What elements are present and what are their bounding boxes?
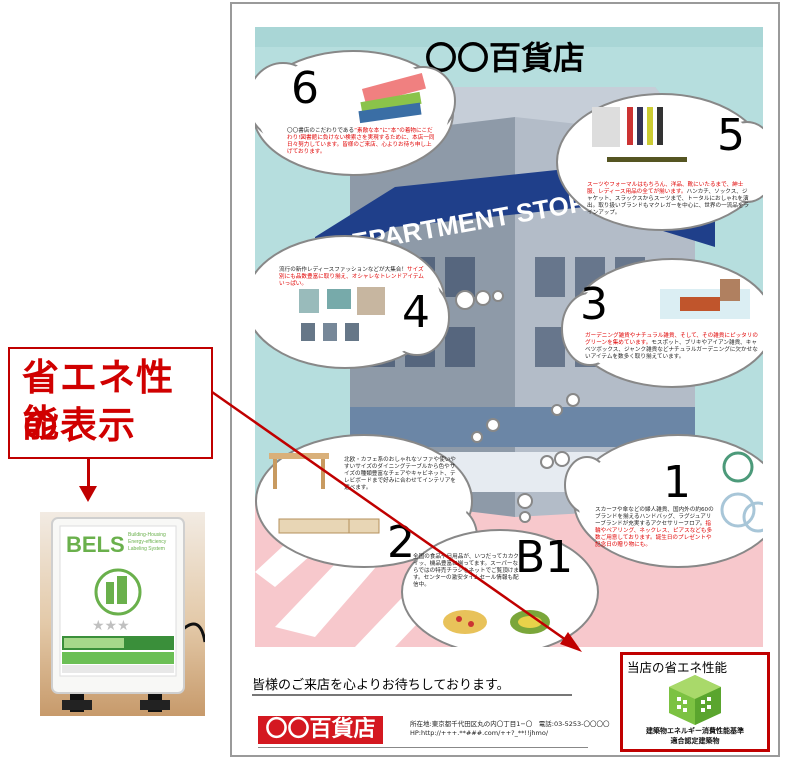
eco-label-title: 当店の省エネ性能	[627, 660, 728, 675]
bels-logo-text: BELS	[66, 532, 125, 557]
address-divider	[258, 747, 588, 748]
building-cube-icon	[669, 675, 721, 725]
floor-4-text: 流行の新作レディースファッションなどが大集合！サイズ別にも品数豊富に取り揃え、オ…	[279, 267, 424, 287]
floor-3-number: 3	[580, 279, 608, 330]
floor-1-cloud: 1 スカーフや傘などの婦人雑貨、国内外の約60のブランドを揃えるハンドバッグ、ラ…	[563, 425, 763, 575]
store-brand-logo: 〇〇百貨店	[258, 716, 383, 744]
homepage-line: HP:http://+++.**###.com/++?_**!!jhmo/	[410, 729, 549, 737]
floor-4-bubbles	[455, 290, 504, 310]
floor-4-number: 4	[402, 287, 430, 338]
floor-6-number: 6	[291, 63, 319, 114]
eco-caption-1: 建築物エネルギー消費性能基準	[646, 727, 744, 735]
floor-2-text: 北欧・カフェ系のおしゃれなソファや使いやすいサイズのダイニングテーブルから色やサ…	[344, 457, 456, 491]
floor-1-number: 1	[663, 457, 691, 508]
eco-caption-2: 適合認定建築物	[670, 737, 720, 745]
welcome-underline	[252, 694, 572, 696]
floor-2-bubbles	[471, 418, 500, 443]
floor-5-number: 5	[717, 110, 745, 161]
pointer-arrowhead-icon	[560, 632, 582, 652]
bels-plate-photo: BELS Building-Housing Energy-efficiency …	[40, 512, 205, 716]
svg-text:Building-Housing: Building-Housing	[128, 532, 166, 538]
floor-6-text: 〇〇書店のこだわりである“素敵な本”に“本”の着物にこだわり!図書館に負けない検…	[287, 128, 435, 155]
poster-illustration: DEPARTMENT STORE 〇〇百貨店 6 〇〇書店のこだわりで	[255, 27, 763, 647]
floor-3-bubbles	[551, 393, 580, 416]
floor-3-cloud: 3 ガーデニング雑貨やナチュラル雑貨、そして、その雑貨にピッタリのグリーンを集め…	[560, 249, 763, 399]
floor-6-cloud: 6 〇〇書店のこだわりである“素敵な本”に“本”の着物にこだわり!図書館に負けな…	[255, 41, 458, 186]
floor-4-cloud: 4 流行の新作レディースファッションなどが大集合！サイズ別にも品数豊富に取り揃え…	[255, 227, 452, 377]
svg-text:Labeling System: Labeling System	[128, 546, 165, 552]
store-address: 所在地:東京都千代田区丸の内〇丁目1−〇 電話:03-5253-〇〇〇〇 HP:…	[410, 720, 609, 738]
energy-label-callout: 省エネ性能 の表示	[8, 347, 213, 459]
address-line: 所在地:東京都千代田区丸の内〇丁目1−〇 電話:03-5253-〇〇〇〇	[410, 720, 610, 728]
floor-5-text: スーツやフォーマルはもちろん、洋品、靴にいたるまで、紳士服、レディース用品の全て…	[587, 182, 750, 216]
svg-text:★★★: ★★★	[92, 618, 130, 634]
floor-b1-bubbles	[517, 493, 533, 523]
callout-down-arrow	[87, 459, 90, 489]
floor-5-cloud: 5 スーツやフォーマルはもちろん、洋品、靴にいたるまで、紳士服、レディース用品の…	[547, 82, 763, 242]
welcome-message: 皆様のご来店を心よりお待ちしております。	[252, 678, 510, 693]
floor-3-text: ガーデニング雑貨やナチュラル雑貨、そして、その雑貨にピッタリのグリーンを集めてい…	[585, 333, 758, 360]
callout-line-1: 省エネ性能	[22, 356, 174, 445]
bels-plate-illustration: BELS Building-Housing Energy-efficiency …	[51, 517, 205, 712]
floor-1-bubbles	[540, 451, 570, 469]
arrow-head-icon	[79, 486, 97, 502]
floor-b1-number: B1	[515, 532, 574, 583]
department-store-poster: DEPARTMENT STORE 〇〇百貨店 6 〇〇書店のこだわりで	[230, 2, 780, 757]
callout-line-2: の表示	[22, 404, 136, 447]
energy-efficiency-label: 当店の省エネ性能 建築物エネルギー消費性能基準 適合認定建築物	[620, 652, 770, 752]
svg-text:Energy-efficiency: Energy-efficiency	[128, 539, 167, 545]
poster-title: 〇〇百貨店	[425, 39, 586, 77]
floor-1-text: スカーフや傘などの婦人雑貨、国内外の約60のブランドを揃えるハンドバッグ、ラグジ…	[595, 507, 714, 548]
